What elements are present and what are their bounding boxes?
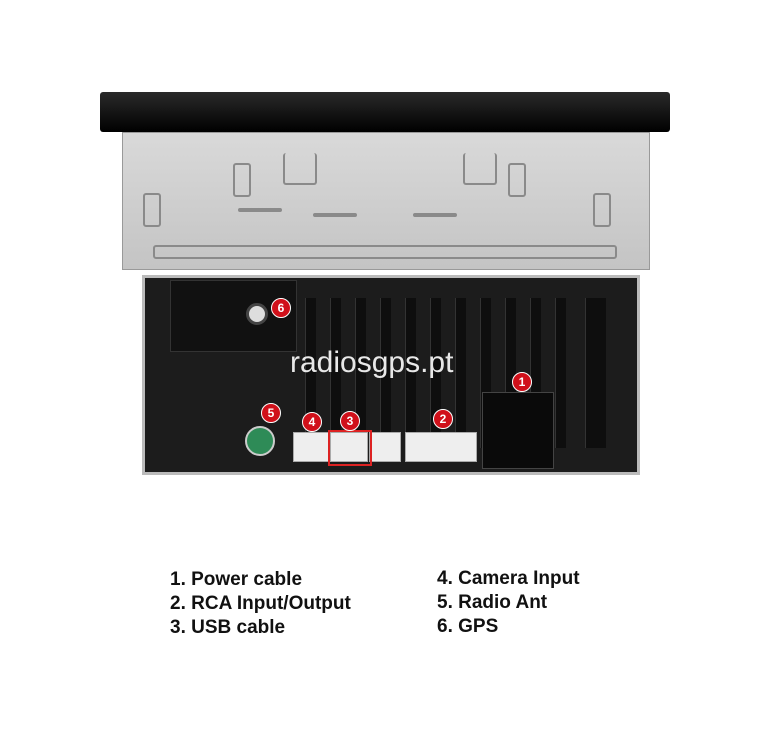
watermark: radiosgps.pt (290, 346, 454, 379)
marker-5: 5 (261, 403, 281, 423)
marker-1: 1 (512, 372, 532, 392)
legend-item-usb: 3. USB cable (170, 617, 286, 638)
gps-connector (246, 303, 268, 325)
legend-item-gps: 6. GPS (437, 616, 499, 637)
power-connector (482, 392, 554, 469)
radio-antenna-connector (245, 426, 275, 456)
mounting-bracket (122, 132, 650, 270)
marker-3: 3 (340, 411, 360, 431)
marker-6: 6 (271, 298, 291, 318)
aux-connector (369, 432, 401, 462)
legend-item-camera: 4. Camera Input (437, 568, 580, 589)
legend-item-power: 1. Power cable (170, 569, 303, 590)
legend-right: 4. Camera Input 5. Radio Ant 6. GPS (437, 567, 580, 639)
marker-2: 2 (433, 409, 453, 429)
legend-item-radio-ant: 5. Radio Ant (437, 592, 548, 613)
usb-connector (330, 432, 368, 462)
legend-left: 1. Power cable 2. RCA Input/Output 3. US… (170, 568, 351, 640)
marker-4: 4 (302, 412, 322, 432)
rca-connector (405, 432, 477, 462)
legend-item-rca: 2. RCA Input/Output (170, 593, 351, 614)
front-bezel (100, 92, 670, 132)
usb-highlight (328, 430, 372, 466)
camera-connector (293, 432, 330, 462)
